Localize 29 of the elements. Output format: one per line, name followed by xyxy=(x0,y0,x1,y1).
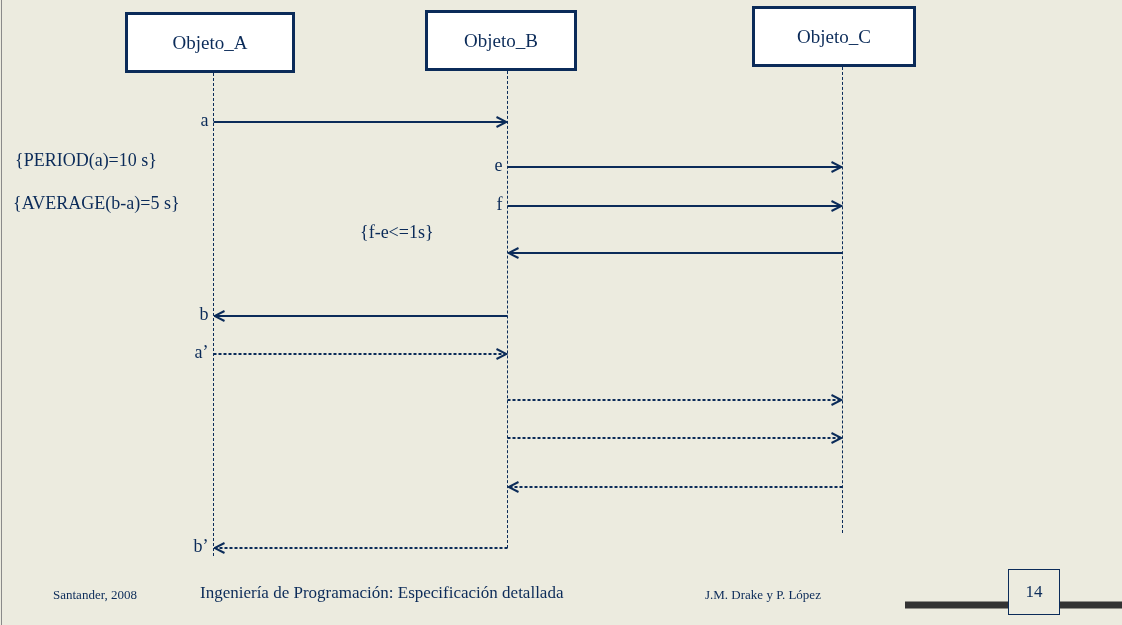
lifeline xyxy=(507,71,508,548)
message-arrow xyxy=(507,481,844,493)
edge-label: b’ xyxy=(193,536,209,557)
timing-constraint: {AVERAGE(b-a)=5 s} xyxy=(13,193,180,214)
message-arrow xyxy=(213,310,509,322)
message-arrow xyxy=(506,161,843,173)
timing-constraint: {f-e<=1s} xyxy=(360,222,434,243)
message-arrow xyxy=(507,247,844,259)
lifeline xyxy=(213,73,214,556)
footer-text: Santander, 2008 xyxy=(53,587,137,603)
edge-label: b xyxy=(199,304,209,325)
object-box: Objeto_A xyxy=(125,12,295,73)
edge-label: a xyxy=(200,110,209,131)
object-box: Objeto_B xyxy=(425,10,577,71)
edge-label: e xyxy=(494,155,503,176)
object-box: Objeto_C xyxy=(752,6,916,67)
footer-text: J.M. Drake y P. López xyxy=(705,587,821,603)
message-arrow xyxy=(506,394,843,406)
page-number: 14 xyxy=(1008,569,1060,615)
message-arrow xyxy=(506,200,843,212)
message-arrow xyxy=(212,116,508,128)
edge-label: a’ xyxy=(194,342,209,363)
message-arrow xyxy=(212,348,508,360)
message-arrow xyxy=(506,432,843,444)
message-arrow xyxy=(213,542,509,554)
edge-label: f xyxy=(496,194,503,215)
footer-title: Ingeniería de Programación: Especificación detallada xyxy=(200,583,564,603)
timing-constraint: {PERIOD(a)=10 s} xyxy=(15,150,157,171)
lifeline xyxy=(842,67,843,533)
